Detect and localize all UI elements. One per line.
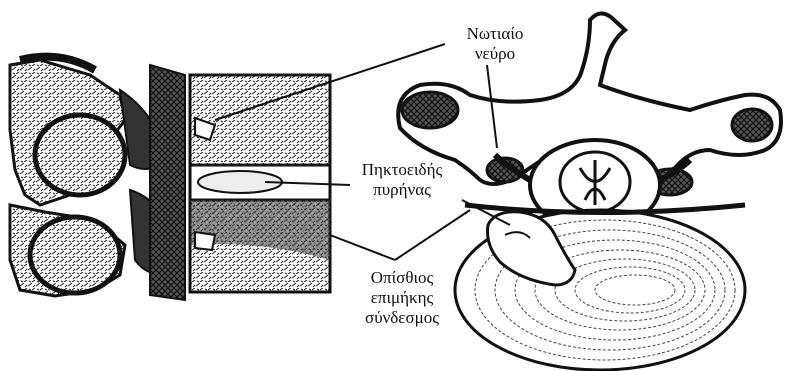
sagittal-section [10, 57, 330, 300]
facet-joint-lower [30, 217, 120, 293]
posterior-ligament-label-line2: επιμήκης [342, 288, 462, 308]
transverse-process-right [732, 109, 772, 141]
nucleus-pulposus-label-line2: πυρήνας [342, 180, 462, 200]
spinal-nerve-label-line2: νεύρο [445, 44, 545, 64]
posterior-ligament-label-line1: Οπίσθιος [342, 268, 462, 288]
transverse-process-left [402, 92, 458, 128]
spinal-nerve-label-line1: Νωτιαίο [445, 24, 545, 44]
leader-ligament-left [330, 235, 395, 260]
posterior-ligament-label: Οπίσθιος επιμήκης σύνδεσμος [342, 268, 462, 328]
leader-ligament-right [395, 210, 470, 260]
nucleus-pulposus-label-line1: Πηκτοειδής [342, 160, 462, 180]
nucleus-pulposus-label: Πηκτοειδής πυρήνας [342, 160, 462, 200]
posterior-ligament-label-line3: σύνδεσμος [342, 308, 462, 328]
facet-joint-upper [35, 115, 125, 195]
spinal-nerve-label: Νωτιαίο νεύρο [445, 24, 545, 64]
